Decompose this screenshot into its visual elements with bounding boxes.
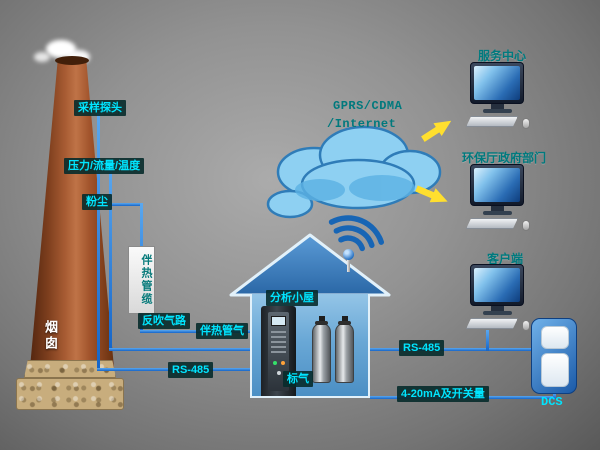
chimney-rim [55, 56, 89, 65]
wifi-icon [328, 215, 385, 252]
label-client: 客户端 [487, 252, 524, 266]
monitor-stand [491, 206, 504, 211]
cabinet-display [271, 316, 286, 326]
workstation-client [466, 264, 532, 332]
heated-line-box: 伴热管缆 [128, 246, 155, 314]
cloud-label-line2: /Internet [327, 117, 397, 131]
label-analog-signal: 4-20mA及开关量 [397, 386, 489, 403]
dcs-door-bottom [541, 353, 569, 387]
network-cloud-icon [266, 125, 442, 219]
monitor-stand [491, 306, 504, 311]
mouse-icon [522, 118, 530, 129]
keyboard-icon [466, 318, 518, 329]
cloud-label-line1: GPRS/CDMA [333, 99, 403, 113]
monitor-screen [474, 168, 520, 202]
label-analysis-cabin: 分析小屋 [266, 290, 318, 307]
label-backflush-gas-path: 反吹气路 [138, 313, 190, 330]
pipe-line [97, 113, 100, 371]
dcs-unit-icon [531, 318, 577, 394]
analyzer-cabinet-icon [261, 306, 296, 396]
label-standard-gas: 标气 [283, 371, 313, 388]
link-line-client [486, 330, 489, 351]
label-rs485-right: RS-485 [399, 340, 445, 357]
pipe-line [112, 203, 143, 206]
keyboard-icon [466, 116, 518, 127]
label-epa-dept: 环保厅政府部门 [462, 151, 547, 165]
dcs-door-top [541, 326, 569, 349]
gas-cylinder-icon [335, 316, 354, 383]
monitor-icon [470, 62, 524, 104]
chimney-base-lower [16, 378, 124, 410]
keyboard-icon [466, 218, 518, 229]
monitor-screen [474, 66, 520, 100]
chimney-label: 烟囱 [43, 320, 58, 352]
workstation-epa-dept [466, 164, 532, 232]
label-rs485-left: RS-485 [168, 362, 214, 379]
antenna-pole [347, 259, 350, 272]
mouse-icon [522, 320, 530, 331]
pipe-line [109, 166, 112, 351]
cabinet-indicator-led [273, 361, 277, 365]
gas-cylinder-icon [312, 316, 331, 383]
label-dcs: DCS [541, 395, 563, 409]
monitor-base [483, 211, 512, 215]
monitor-icon [470, 264, 524, 306]
smoke-icon [34, 52, 50, 62]
mouse-icon [522, 220, 530, 231]
monitor-icon [470, 164, 524, 206]
link-line-analog [553, 393, 556, 399]
monitor-stand [491, 104, 504, 109]
label-pressure-flow-temp: 压力/流量/温度 [64, 158, 145, 175]
monitor-base [483, 311, 512, 315]
link-line-rs485 [370, 348, 535, 351]
monitor-base [483, 109, 512, 113]
label-dust: 粉尘 [82, 194, 112, 211]
workstation-service-center [466, 62, 532, 130]
label-heated-gas-line: 伴热管气 [196, 323, 248, 340]
cabinet-buttons [271, 331, 286, 353]
label-sampling-probe: 采样探头 [74, 100, 126, 117]
antenna-ball [343, 249, 354, 260]
monitor-screen [474, 268, 520, 302]
label-service-center: 服务中心 [478, 49, 527, 63]
pipe-line [109, 348, 253, 351]
